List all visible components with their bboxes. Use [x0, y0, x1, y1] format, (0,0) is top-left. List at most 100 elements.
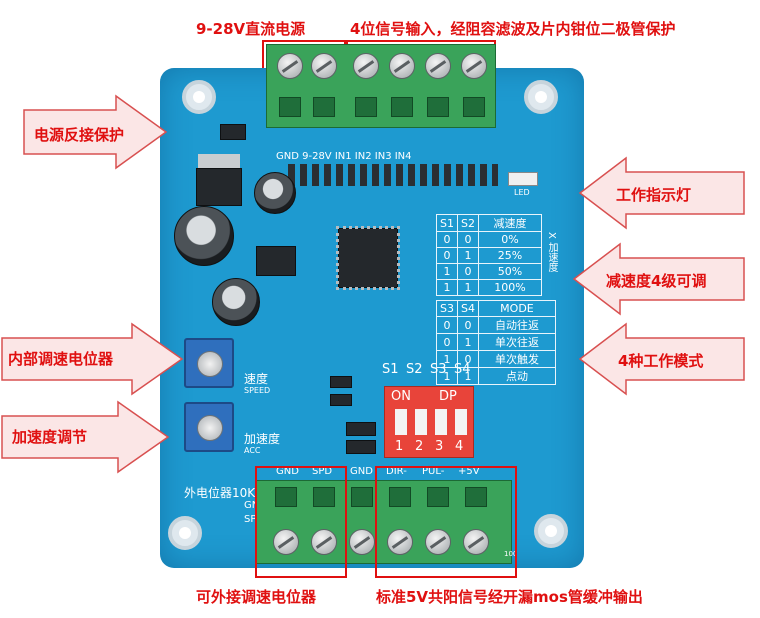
mode-table: S3 S4 MODE 0 0 自动往返 0 1 单次往返 1 0 单次触发 1 … — [436, 300, 556, 385]
dip-toggle-1[interactable] — [395, 409, 407, 435]
power-input-label: 9-28V直流电源 — [196, 20, 306, 38]
table-header: S3 — [436, 300, 458, 317]
dip-toggle-4[interactable] — [455, 409, 467, 435]
acc-potentiometer[interactable] — [184, 402, 234, 452]
table-header: S1 — [436, 214, 458, 232]
terminal-slot — [313, 97, 335, 117]
switch-label: S3 — [430, 362, 447, 377]
terminal-screw-icon — [311, 529, 337, 555]
ext-pot-terminal-highlight — [255, 466, 347, 578]
table-cell: 0 — [436, 316, 458, 334]
dip-toggle-2[interactable] — [415, 409, 427, 435]
corner-code-silkscreen: 100 — [504, 550, 518, 558]
table-row: 1 0 50% — [436, 263, 542, 280]
speed-potentiometer[interactable] — [184, 338, 234, 388]
terminal-screw-icon — [353, 53, 379, 79]
table-cell: 1 — [456, 279, 479, 296]
bottom-terminal-label: PUL- — [422, 466, 445, 477]
left-arrow-reverse-protect — [23, 94, 168, 170]
capacitor — [174, 206, 234, 266]
terminal-slot — [391, 97, 413, 117]
acc-en-silkscreen: ACC — [244, 446, 261, 455]
top-terminal-block — [266, 44, 496, 128]
external-pot-label: 可外接调速电位器 — [196, 588, 317, 606]
ext-sp-silkscreen: SP — [244, 514, 257, 525]
regulator-tab — [198, 154, 240, 168]
table-cell: 0 — [456, 231, 479, 248]
table-cell: 点动 — [477, 367, 556, 385]
protection-diode — [220, 124, 246, 140]
table-cell: 自动往返 — [477, 316, 556, 334]
bottom-terminal-label: SPD — [312, 466, 333, 477]
mounting-hole — [534, 514, 568, 548]
table-header-row: S3 S4 MODE — [436, 300, 556, 317]
terminal-slot — [279, 97, 301, 117]
terminal-slot — [389, 487, 411, 507]
bottom-terminal-label: +5V — [458, 466, 480, 477]
terminal-screw-icon — [277, 53, 303, 79]
right-arrow-accel-levels — [572, 242, 745, 316]
dip-number: 1 — [395, 439, 404, 454]
terminal-screw-icon — [425, 53, 451, 79]
terminal-slot — [275, 487, 297, 507]
table-cell: 0 — [456, 263, 479, 280]
terminal-screw-icon — [273, 529, 299, 555]
pot-knob-icon[interactable] — [197, 415, 223, 441]
capacitor — [254, 172, 296, 214]
dip-number: 4 — [455, 439, 464, 454]
work-modes-label: 4种工作模式 — [618, 352, 704, 370]
table-cell: 1 — [456, 247, 479, 264]
terminal-screw-icon — [349, 529, 375, 555]
switch-label: S4 — [454, 362, 471, 377]
dip-switch[interactable]: ON DP 1 2 3 4 — [384, 386, 474, 458]
signal-input-label: 4位信号输入，经阻容滤波及片内钳位二极管保护 — [350, 20, 676, 38]
terminal-screw-icon — [389, 53, 415, 79]
accel-levels-label: 减速度4级可调 — [606, 272, 707, 290]
pcb-board: GND 9-28V IN1 IN2 IN3 IN4 LED S1 S2 减速度 … — [160, 44, 584, 568]
bottom-terminal-label: GND — [350, 466, 373, 477]
right-arrow-work-modes — [578, 322, 745, 396]
smd-component — [330, 376, 352, 388]
table-cell: 1 — [456, 333, 479, 351]
terminal-slot — [463, 97, 485, 117]
table-row: 0 1 单次往返 — [436, 333, 556, 351]
table-cell: 50% — [477, 263, 542, 280]
bottom-terminal-label: GND — [276, 466, 299, 477]
pot-knob-icon[interactable] — [197, 351, 223, 377]
ext-gnd-silkscreen: GN — [244, 500, 260, 511]
table-row: 0 1 25% — [436, 247, 542, 264]
mounting-hole — [182, 80, 216, 114]
table-row: 0 0 自动往返 — [436, 316, 556, 334]
microcontroller-chip — [336, 226, 400, 290]
terminal-slot — [427, 487, 449, 507]
terminal-screw-icon — [461, 53, 487, 79]
acc-silkscreen: 加速度 — [244, 432, 281, 446]
terminal-slot — [427, 97, 449, 117]
terminal-slot — [465, 487, 487, 507]
table-header: S4 — [456, 300, 479, 317]
table-cell: 单次往返 — [477, 333, 556, 351]
smd-component — [346, 440, 376, 454]
table-cell: 0% — [477, 231, 542, 248]
table-header-row: S1 S2 减速度 — [436, 214, 542, 232]
table-cell: 0 — [456, 316, 479, 334]
ext-pot-silkscreen: 外电位器10K — [184, 486, 256, 500]
output-terminal-highlight — [375, 466, 517, 578]
dip-on-label: ON — [391, 389, 411, 404]
mounting-hole — [524, 80, 558, 114]
speed-en-silkscreen: SPEED — [244, 386, 271, 395]
table-header: S2 — [456, 214, 479, 232]
bottom-terminal-label: DIR- — [386, 466, 407, 477]
dip-dp-label: DP — [439, 389, 457, 404]
voltage-regulator — [196, 168, 242, 206]
switch-label: S2 — [406, 362, 423, 377]
terminal-slot — [355, 97, 377, 117]
terminal-slot — [313, 487, 335, 507]
x-accel-silkscreen: X 加速度 — [546, 232, 557, 273]
table-cell: 0 — [436, 231, 458, 248]
led-icon — [508, 172, 538, 186]
dip-toggle-3[interactable] — [435, 409, 447, 435]
terminal-screw-icon — [425, 529, 451, 555]
dip-number: 3 — [435, 439, 444, 454]
reverse-protect-label: 电源反接保护 — [34, 126, 125, 144]
